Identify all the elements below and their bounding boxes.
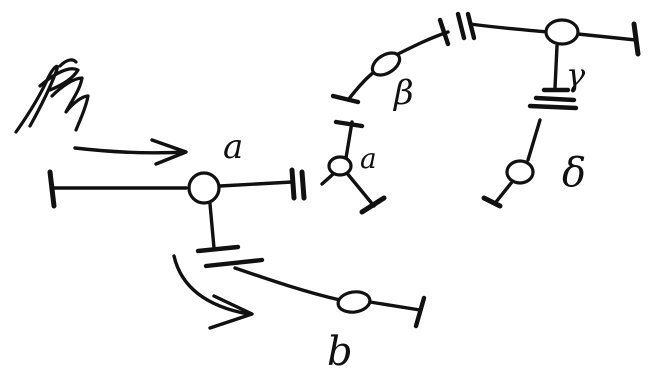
lower-branch: b [203, 257, 427, 370]
input-arrow [73, 138, 188, 166]
node-b [336, 290, 372, 314]
branch-junction: a [320, 119, 387, 215]
node-branch [327, 155, 353, 177]
label-delta: δ [562, 150, 586, 196]
output-arrow [172, 254, 254, 330]
monogram-signature [14, 58, 90, 134]
node-a [187, 171, 221, 205]
label-branch: a [360, 142, 377, 175]
main-axle: a [47, 127, 307, 209]
node-delta [505, 159, 535, 185]
node-gamma [544, 18, 580, 46]
gamma-assembly: γ [468, 18, 641, 111]
delta-assembly: δ [481, 118, 586, 209]
node-beta [370, 51, 402, 77]
vertical-shaft [195, 202, 241, 254]
label-gamma: γ [566, 56, 586, 94]
upper-arc: β [330, 11, 477, 113]
label-main: a [223, 127, 243, 167]
label-beta: β [392, 73, 414, 113]
label-lower: b [327, 329, 353, 370]
